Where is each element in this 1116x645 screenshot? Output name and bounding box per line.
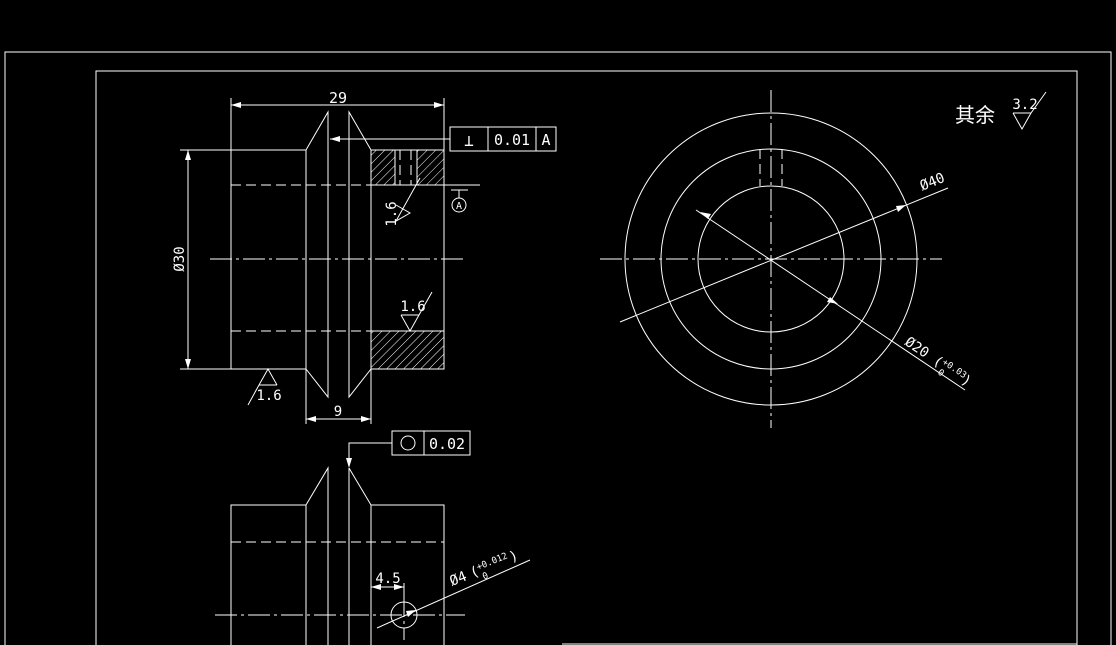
roughness-other-value: 3.2 (1012, 97, 1037, 113)
dim-inner-label: Ø20 (902, 334, 932, 361)
section-view: 0.02 4.5 Ø4 ( +0.012 0 ) (215, 430, 531, 645)
drawing-frame (4, 51, 1112, 645)
datum-marker-label: A (456, 201, 462, 212)
roughness-bore-label: 1.6 (384, 201, 400, 226)
datum-marker-circle (451, 197, 467, 213)
perpendicularity-datum: A (541, 131, 550, 149)
svg-text:): ) (507, 548, 521, 566)
inner-border (95, 70, 1078, 645)
roughness-face-symbol (400, 291, 433, 333)
dim-groove-label: 9 (334, 404, 342, 420)
roughness-bore-symbol (394, 177, 421, 223)
side-view: Ø40 Ø20 ( +0.03 0 ) 其余 3.2 (600, 90, 1047, 428)
roundness-tolerance: 0.02 (429, 435, 465, 453)
dim-line-d4 (376, 559, 531, 629)
pin-hole-top (394, 149, 418, 186)
roundness-symbol (400, 435, 416, 451)
dim-line-d40 (619, 187, 949, 323)
dim-hole-label: Ø4 (448, 569, 470, 590)
right-v-rim-top (348, 110, 372, 151)
roughness-bottom-symbol (258, 367, 278, 386)
perpendicularity-symbol: ⊥ (464, 131, 474, 150)
dim-hole-offset-label: 4.5 (375, 571, 400, 587)
hatch-section-bottom (370, 330, 445, 370)
dim-outer-label: Ø40 (918, 170, 947, 194)
perpendicularity-tolerance: 0.01 (494, 131, 530, 149)
other-surfaces-label: 其余 (955, 103, 995, 127)
dim-hole-tol-upper: +0.012 (475, 551, 509, 572)
left-v-rim (305, 110, 329, 399)
dim-hole-tol-lower: 0 (481, 571, 490, 582)
roughness-face-label: 1.6 (400, 299, 425, 315)
roughness-bottom-label: 1.6 (256, 388, 281, 404)
dim-inner-tol-lower: 0 (935, 368, 945, 379)
outer-border (4, 51, 1112, 645)
front-view: 29 Ø30 9 ⊥ 0.01 A A 1.6 (172, 89, 557, 424)
right-v-rim-bottom (348, 368, 372, 399)
dim-width-label: 29 (329, 89, 347, 107)
roughness-other-symbol (1012, 91, 1047, 131)
perpendicularity-frame (449, 126, 557, 152)
leader-roundness (348, 442, 392, 464)
dim-diameter-label: Ø30 (172, 246, 188, 271)
